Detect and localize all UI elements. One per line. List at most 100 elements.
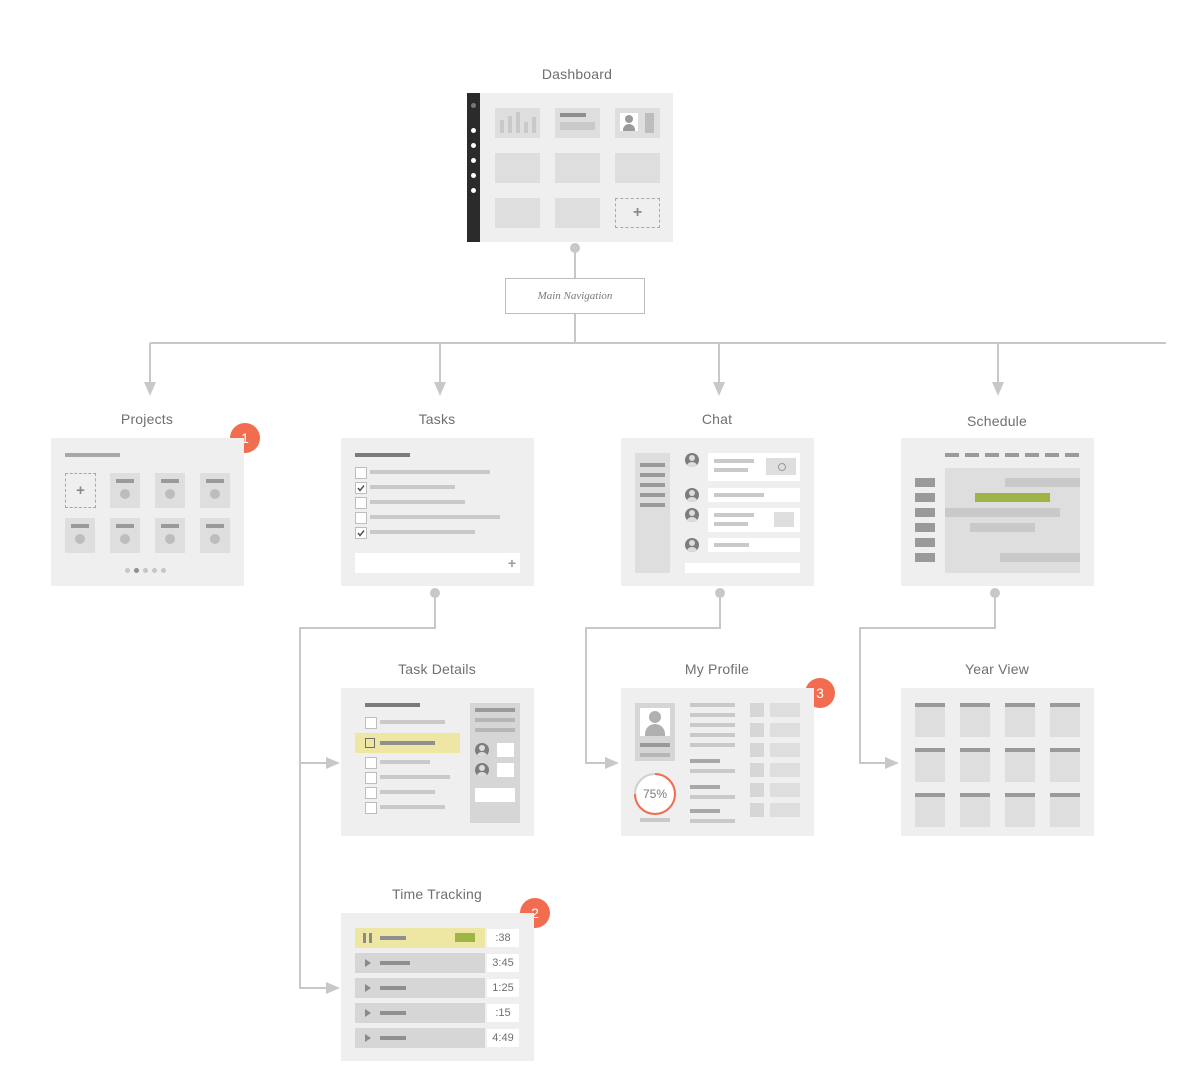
schedule-event[interactable]: [1000, 553, 1080, 562]
schedule-event[interactable]: [970, 523, 1035, 532]
dashboard-sidebar: [467, 93, 480, 242]
month-tile[interactable]: [915, 703, 945, 737]
task-checkbox[interactable]: [365, 772, 377, 784]
dashboard-widget-chart: [495, 108, 540, 138]
task-checkbox[interactable]: [365, 787, 377, 799]
play-icon[interactable]: [365, 984, 371, 992]
user-icon: [750, 743, 764, 757]
avatar: [685, 453, 699, 467]
month-tile[interactable]: [1050, 793, 1080, 827]
project-tile[interactable]: [110, 518, 140, 553]
user-icon: [750, 723, 764, 737]
play-icon[interactable]: [365, 959, 371, 967]
project-tile[interactable]: [200, 473, 230, 508]
time-entry-duration: 1:25: [487, 979, 519, 997]
projects-title: Projects: [120, 411, 174, 427]
month-tile[interactable]: [960, 793, 990, 827]
tasks-card[interactable]: +: [341, 438, 534, 586]
projects-card[interactable]: +: [51, 438, 244, 586]
schedule-row-label: [915, 508, 935, 517]
project-tile[interactable]: [110, 473, 140, 508]
month-tile[interactable]: [915, 793, 945, 827]
dashboard-widget: [495, 153, 540, 183]
dashboard-widget-profile: [615, 108, 660, 138]
dashboard-widget: [555, 198, 600, 228]
play-icon[interactable]: [365, 1009, 371, 1017]
contacts-list: [750, 703, 800, 823]
time-entry-duration: 3:45: [487, 954, 519, 972]
time-entry-duration: :15: [487, 1004, 519, 1022]
dashboard-title: Dashboard: [541, 66, 613, 82]
dashboard-widget-text: [555, 108, 600, 138]
dashboard-card[interactable]: +: [467, 93, 673, 242]
schedule-event[interactable]: [945, 508, 1060, 517]
chat-card[interactable]: [621, 438, 814, 586]
add-project-button[interactable]: +: [65, 473, 96, 508]
project-tile[interactable]: [155, 473, 185, 508]
project-tile[interactable]: [155, 518, 185, 553]
time-entry-active[interactable]: [355, 928, 485, 948]
chat-message: [708, 488, 800, 502]
sidebar-dot: [471, 173, 476, 178]
pagination-dots[interactable]: [125, 568, 175, 574]
month-tile[interactable]: [960, 703, 990, 737]
chat-message: [708, 508, 800, 532]
task-details-panel: [470, 703, 520, 823]
task-row-selected[interactable]: [355, 733, 460, 753]
task-checkbox[interactable]: [355, 467, 367, 479]
sidebar-dot: [471, 188, 476, 193]
task-checkbox[interactable]: [355, 497, 367, 509]
add-task-input[interactable]: +: [355, 553, 520, 573]
schedule-card[interactable]: [901, 438, 1094, 586]
task-details-card[interactable]: [341, 688, 534, 836]
avatar: [685, 488, 699, 502]
time-entry[interactable]: [355, 1003, 485, 1023]
month-tile[interactable]: [1005, 703, 1035, 737]
chat-contacts-panel: [635, 453, 670, 573]
user-icon: [750, 703, 764, 717]
time-entry[interactable]: [355, 953, 485, 973]
month-tile[interactable]: [1005, 793, 1035, 827]
task-checkbox[interactable]: [365, 802, 377, 814]
task-checkbox[interactable]: [355, 512, 367, 524]
progress-percent: 75%: [642, 787, 668, 801]
chat-message: [708, 453, 800, 481]
year-view-card[interactable]: [901, 688, 1094, 836]
schedule-day-headers: [945, 453, 1080, 457]
project-tile[interactable]: [65, 518, 95, 553]
user-icon: [750, 783, 764, 797]
project-tile[interactable]: [200, 518, 230, 553]
month-tile[interactable]: [1050, 703, 1080, 737]
month-tile[interactable]: [1050, 748, 1080, 782]
user-icon: [640, 708, 670, 736]
chat-input[interactable]: [685, 563, 800, 573]
month-tile[interactable]: [915, 748, 945, 782]
schedule-event[interactable]: [1005, 478, 1080, 487]
schedule-row-label: [915, 553, 935, 562]
time-tracking-card[interactable]: :38 3:45 1:25 :15 4:49: [341, 913, 534, 1061]
schedule-row-label: [915, 538, 935, 547]
task-checkbox[interactable]: [365, 717, 377, 729]
month-tile[interactable]: [1005, 748, 1035, 782]
dashboard-widget: [615, 153, 660, 183]
month-tile[interactable]: [960, 748, 990, 782]
profile-fields: [690, 703, 740, 823]
time-entry[interactable]: [355, 978, 485, 998]
task-checkbox-checked[interactable]: [355, 527, 367, 539]
my-profile-card[interactable]: 75%: [621, 688, 814, 836]
task-checkbox[interactable]: [365, 757, 377, 769]
task-checkbox-checked[interactable]: [355, 482, 367, 494]
plus-icon[interactable]: +: [507, 555, 516, 571]
schedule-event-active[interactable]: [975, 493, 1050, 502]
play-icon[interactable]: [365, 1034, 371, 1042]
user-icon: [750, 763, 764, 777]
dashboard-widget: [555, 153, 600, 183]
pause-icon[interactable]: [363, 933, 373, 943]
comment-input[interactable]: [475, 788, 515, 802]
attachment-icon[interactable]: [766, 458, 796, 475]
add-widget-button[interactable]: +: [615, 198, 660, 228]
profile-photo-panel: [635, 703, 675, 761]
time-entry[interactable]: [355, 1028, 485, 1048]
time-entry-duration: :38: [487, 929, 519, 947]
